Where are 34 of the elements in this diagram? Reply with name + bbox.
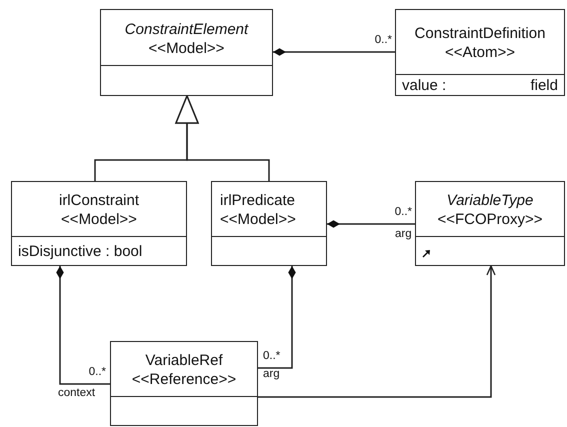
multiplicity-label: 0..*	[263, 350, 280, 363]
attribute: isDisjunctive : bool	[18, 242, 142, 260]
stereotype: <<Model>>	[148, 38, 224, 58]
multiplicity-label: 0..*	[374, 34, 392, 47]
attribute: field	[530, 76, 558, 94]
class-box	[100, 9, 273, 96]
class-name: VariableType	[446, 191, 534, 210]
class-box	[11, 181, 187, 266]
role-label: context	[58, 387, 96, 400]
role-label: arg	[395, 228, 412, 241]
class-box	[395, 9, 565, 96]
role-label: arg	[263, 368, 280, 381]
composition-line	[56, 266, 110, 385]
class-name: irlPredicate	[220, 191, 296, 210]
class-name: irlConstraint	[58, 191, 140, 210]
stereotype: <<Model>>	[220, 210, 296, 229]
multiplicity-label: 0..*	[88, 366, 106, 379]
stereotype: <<Atom>>	[444, 43, 516, 62]
stereotype: <<Reference>>	[132, 370, 236, 389]
class-box	[110, 341, 258, 426]
stereotype: <<FCOProxy>>	[437, 210, 543, 229]
class-box	[211, 181, 327, 266]
generalization-arrow	[175, 95, 270, 181]
multiplicity-label: 0..*	[394, 206, 412, 219]
composition-line	[273, 48, 395, 56]
class-name: ConstraintElement	[124, 20, 248, 38]
stereotype: <<Model>>	[61, 210, 137, 229]
class-box	[415, 181, 565, 266]
composition-line	[258, 266, 296, 369]
composition-line	[327, 220, 415, 228]
class-name: VariableRef	[145, 351, 223, 370]
class-name: ConstraintDefinition	[414, 24, 546, 43]
attribute: value :	[402, 76, 446, 94]
arrow	[258, 265, 496, 398]
